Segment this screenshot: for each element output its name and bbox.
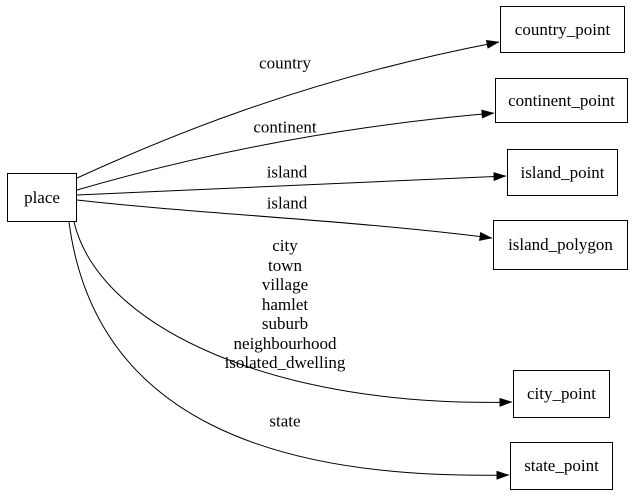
edge-label-place-to-island_point: island <box>266 162 308 182</box>
edge-place-to-continent_point <box>76 109 495 191</box>
node-city_point: city_point <box>513 370 610 418</box>
node-label: island_point <box>520 162 605 182</box>
edge-label-place-to-island_polygon: island <box>266 193 308 213</box>
node-continent_point: continent_point <box>495 78 628 123</box>
edge-place-to-city_point <box>73 221 513 407</box>
node-label: country_point <box>514 19 611 39</box>
node-country_point: country_point <box>500 6 625 53</box>
node-state_point: state_point <box>510 442 613 490</box>
edge-label-place-to-state_point: state <box>269 411 301 431</box>
node-label: continent_point <box>508 90 615 110</box>
edge-label-place-to-continent_point: continent <box>253 117 317 137</box>
edge-place-to-state_point <box>68 221 510 480</box>
edge-place-to-country_point <box>76 39 500 179</box>
edge-label-place-to-city_point: city town village hamlet suburb neighbou… <box>224 235 346 372</box>
edge-place-to-island_polygon <box>76 199 493 241</box>
node-place: place <box>7 173 77 222</box>
node-label: place <box>24 187 60 207</box>
node-label: city_point <box>527 384 596 403</box>
node-label: island_polygon <box>508 235 613 254</box>
edge-place-to-island_point <box>76 172 507 196</box>
node-label: state_point <box>524 456 599 475</box>
node-island_polygon: island_polygon <box>493 220 628 270</box>
node-island_point: island_point <box>507 149 618 196</box>
edge-label-place-to-country_point: country <box>259 53 311 73</box>
